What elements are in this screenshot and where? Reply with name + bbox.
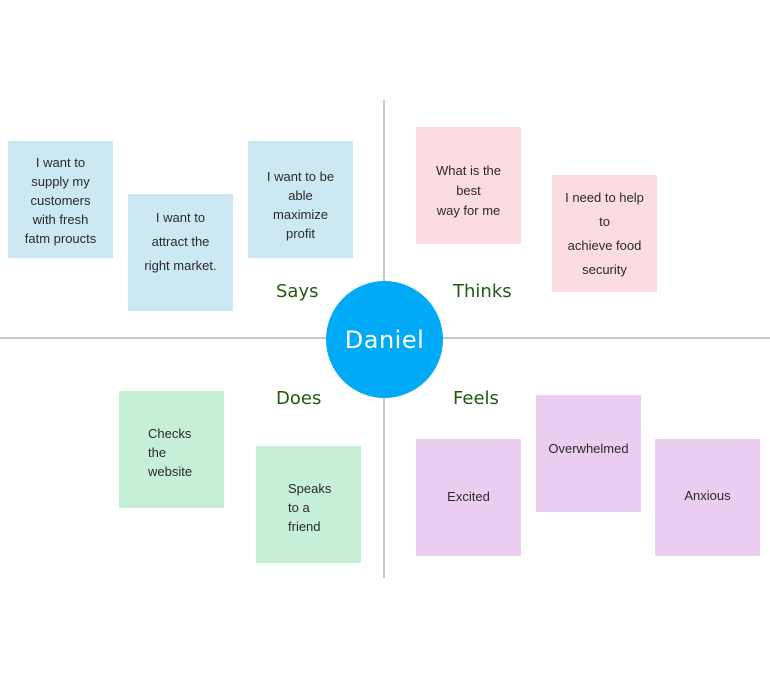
says-note-2[interactable]: I want to attract the right market. bbox=[128, 194, 233, 311]
does-note-1[interactable]: Checks the website bbox=[119, 391, 224, 508]
persona-circle[interactable]: Daniel bbox=[326, 281, 443, 398]
says-note-1[interactable]: I want to supply my customers with fresh… bbox=[8, 141, 113, 258]
persona-name: Daniel bbox=[344, 325, 425, 354]
says-label: Says bbox=[276, 281, 319, 302]
thinks-note-1[interactable]: What is the best way for me bbox=[416, 127, 521, 244]
feels-note-1[interactable]: Excited bbox=[416, 439, 521, 556]
feels-note-2[interactable]: Overwhelmed bbox=[536, 395, 641, 512]
feels-note-3[interactable]: Anxious bbox=[655, 439, 760, 556]
does-label: Does bbox=[276, 388, 322, 409]
thinks-note-2[interactable]: I need to help to achieve food security bbox=[552, 175, 657, 292]
thinks-label: Thinks bbox=[453, 281, 512, 302]
does-note-2[interactable]: Speaks to a friend bbox=[256, 446, 361, 563]
feels-label: Feels bbox=[453, 388, 499, 409]
says-note-3[interactable]: I want to be able maximize profit bbox=[248, 141, 353, 258]
